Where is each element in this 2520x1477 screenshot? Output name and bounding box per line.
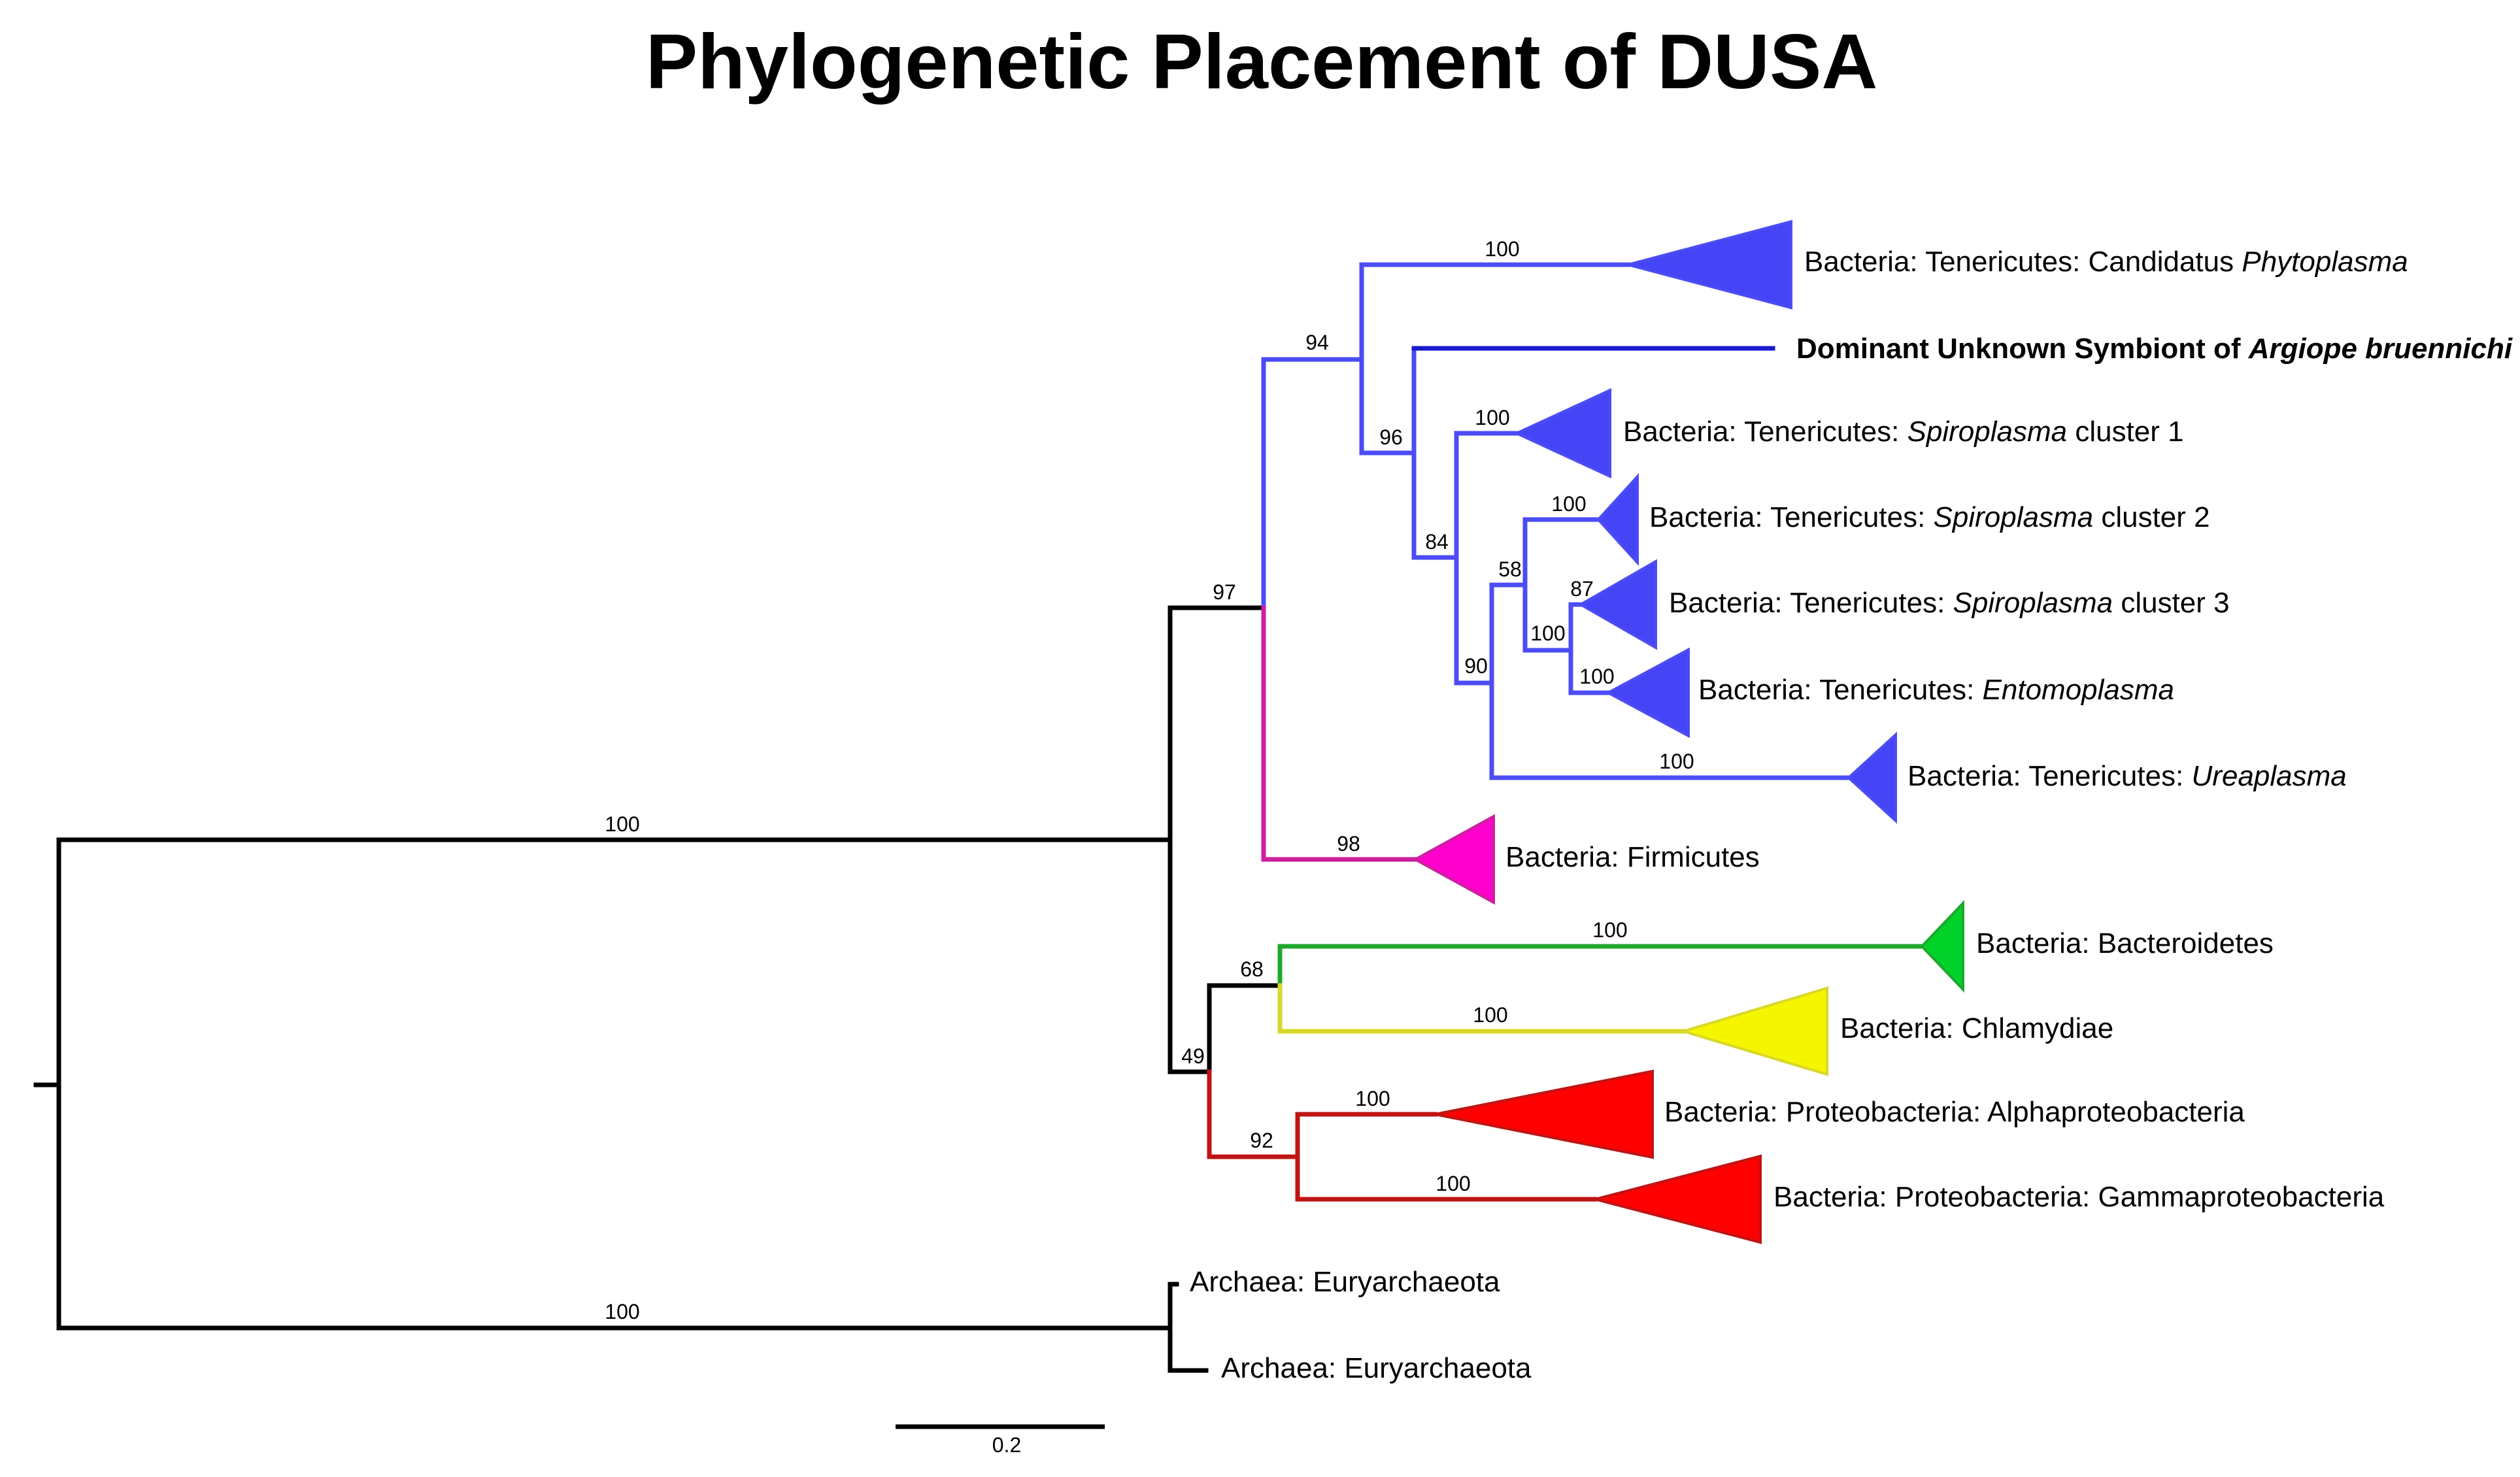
tip-label-spiro2-it: Spiroplasma — [1934, 501, 2094, 533]
tip-label-archaea1: Archaea: Euryarchaeota — [1190, 1266, 1500, 1298]
clade-alpha — [1434, 1069, 1654, 1159]
support-alpha: 100 — [1355, 1087, 1390, 1110]
tip-label-spiro1-it: Spiroplasma — [1907, 416, 2068, 448]
tip-label-spiro1-pre: Bacteria: Tenericutes: — [1623, 416, 1907, 448]
tip-label-bacteroidetes: Bacteria: Bacteroidetes — [1976, 927, 2274, 959]
tip-label-firmicutes-pre: Bacteria: Firmicutes — [1505, 841, 1760, 873]
clade-bacteroidetes — [1920, 900, 1964, 993]
tip-label-phytoplasma-pre: Bacteria: Tenericutes: Candidatus — [1804, 246, 2242, 278]
support-n92: 92 — [1250, 1129, 1273, 1152]
tip-label-spiro2-pre: Bacteria: Tenericutes: — [1649, 501, 1934, 533]
support-n96: 96 — [1379, 425, 1403, 449]
support-gamma: 100 — [1436, 1172, 1470, 1195]
tip-label-dusa-pre: Dominant Unknown Symbiont of — [1796, 333, 2249, 365]
tip-label-firmicutes: Bacteria: Firmicutes — [1505, 841, 1760, 873]
clade-phytoplasma — [1622, 220, 1792, 310]
clade-spiro1 — [1513, 388, 1611, 479]
tip-label-ureaplasma-pre: Bacteria: Tenericutes: — [1907, 760, 2192, 792]
tip-label-phytoplasma-it: Phytoplasma — [2242, 246, 2408, 278]
support-root_archaea: 100 — [605, 1300, 639, 1323]
tip-label-gamma-pre: Bacteria: Proteobacteria: Gammaproteobac… — [1773, 1181, 2385, 1213]
support-n84: 84 — [1425, 530, 1449, 554]
tip-label-spiro3-pre: Bacteria: Tenericutes: — [1669, 587, 1953, 619]
tip-label-gamma: Bacteria: Proteobacteria: Gammaproteobac… — [1773, 1181, 2385, 1213]
support-n100_sp3ent: 100 — [1530, 622, 1565, 645]
tip-label-spiro3: Bacteria: Tenericutes: Spiroplasma clust… — [1669, 587, 2230, 619]
clade-gamma — [1590, 1154, 1762, 1244]
support-spiro2: 100 — [1551, 492, 1586, 516]
support-entomoplasma: 100 — [1579, 665, 1614, 688]
support-phytoplasma: 100 — [1485, 237, 1519, 261]
collapsed-clades — [1412, 220, 1964, 1244]
tip-label-archaea1-pre: Archaea: Euryarchaeota — [1190, 1266, 1500, 1298]
clade-firmicutes — [1412, 814, 1495, 905]
tip-label-archaea2-pre: Archaea: Euryarchaeota — [1221, 1352, 1532, 1384]
clade-spiro2 — [1596, 473, 1639, 567]
tree-branches — [33, 262, 1924, 1373]
scale-bar-label: 0.2 — [992, 1433, 1021, 1457]
tip-label-spiro2-post: cluster 2 — [2093, 501, 2210, 533]
tip-label-ureaplasma-it: Ureaplasma — [2192, 760, 2347, 792]
tip-label-bacteroidetes-pre: Bacteria: Bacteroidetes — [1976, 927, 2274, 959]
support-n94: 94 — [1305, 331, 1329, 354]
scale-bar: 0.2 — [896, 1424, 1105, 1457]
support-n68: 68 — [1240, 957, 1264, 981]
tip-label-spiro3-it: Spiroplasma — [1953, 587, 2113, 619]
tip-label-archaea2: Archaea: Euryarchaeota — [1221, 1352, 1532, 1384]
support-n97: 97 — [1213, 580, 1236, 604]
support-n49: 49 — [1181, 1044, 1205, 1068]
tip-labels: Bacteria: Tenericutes: Candidatus Phytop… — [1190, 246, 2513, 1384]
support-spiro3: 87 — [1570, 577, 1594, 601]
clade-spiro3 — [1577, 559, 1657, 650]
support-n58: 58 — [1498, 557, 1522, 581]
clade-ureaplasma — [1847, 731, 1897, 824]
figure-title: Phylogenetic Placement of DUSA — [646, 18, 1878, 105]
clade-entomoplasma — [1605, 647, 1690, 738]
tip-label-spiro1: Bacteria: Tenericutes: Spiroplasma clust… — [1623, 416, 2184, 448]
tip-label-entomoplasma-it: Entomoplasma — [1983, 674, 2174, 706]
support-ureaplasma: 100 — [1659, 750, 1694, 773]
tip-label-alpha: Bacteria: Proteobacteria: Alphaproteobac… — [1664, 1096, 2245, 1128]
support-bacteroidetes: 100 — [1592, 918, 1627, 942]
tip-label-entomoplasma: Bacteria: Tenericutes: Entomoplasma — [1698, 674, 2174, 706]
support-n90: 90 — [1464, 654, 1488, 678]
tip-label-spiro2: Bacteria: Tenericutes: Spiroplasma clust… — [1649, 501, 2210, 533]
support-firmicutes: 98 — [1337, 832, 1360, 855]
clade-chlamydiae — [1679, 986, 1828, 1076]
tip-label-dusa: Dominant Unknown Symbiont of Argiope bru… — [1796, 333, 2513, 365]
tip-label-spiro1-post: cluster 1 — [2067, 416, 2184, 448]
tip-label-chlamydiae-pre: Bacteria: Chlamydiae — [1840, 1012, 2113, 1044]
support-chlamydiae: 100 — [1473, 1003, 1507, 1027]
support-spiro1: 100 — [1475, 406, 1509, 429]
tip-label-phytoplasma: Bacteria: Tenericutes: Candidatus Phytop… — [1804, 246, 2408, 278]
tip-label-chlamydiae: Bacteria: Chlamydiae — [1840, 1012, 2113, 1044]
bootstrap-support-values: 1001009794100968410090581001008710010098… — [605, 237, 1694, 1323]
support-root_bacteria: 100 — [605, 812, 639, 836]
tip-label-spiro3-post: cluster 3 — [2113, 587, 2230, 619]
tip-label-entomoplasma-pre: Bacteria: Tenericutes: — [1698, 674, 1983, 706]
tip-label-dusa-it: Argiope bruennichi — [2248, 333, 2513, 365]
tip-label-alpha-pre: Bacteria: Proteobacteria: Alphaproteobac… — [1664, 1096, 2245, 1128]
tip-label-ureaplasma: Bacteria: Tenericutes: Ureaplasma — [1907, 760, 2347, 792]
